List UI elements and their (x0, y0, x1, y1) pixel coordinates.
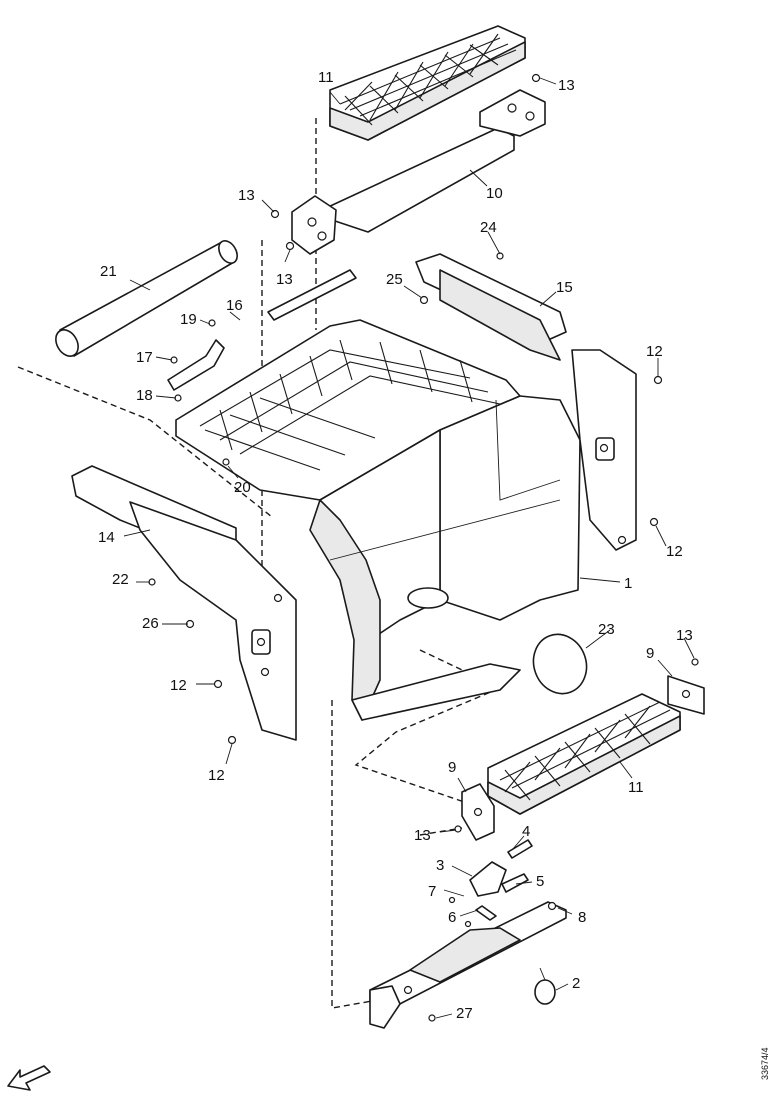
callout-23: 23 (598, 621, 615, 638)
strip-parts (167, 269, 357, 391)
callout-9-left: 9 (448, 759, 456, 776)
latch-assembly (369, 839, 567, 1029)
callout-13-top-left-a: 13 (238, 187, 255, 204)
callout-11-bottom: 11 (628, 779, 644, 796)
callout-25: 25 (386, 271, 403, 288)
callout-15: 15 (556, 279, 573, 296)
side-panel-right (571, 349, 637, 551)
callout-3: 3 (436, 857, 444, 874)
step-tread-top (329, 25, 526, 141)
bracket-plate-upper-left (291, 195, 337, 255)
step-tread-lower (487, 693, 681, 815)
callout-26: 26 (142, 615, 159, 632)
callout-11-top: 11 (318, 69, 334, 86)
callout-13-top-left-b: 13 (276, 271, 293, 288)
callout-9-right: 9 (646, 645, 654, 662)
callout-12-right-top: 12 (646, 343, 663, 360)
fasteners (148, 73, 699, 928)
callout-4: 4 (522, 823, 530, 840)
side-panel-left (71, 465, 297, 741)
callout-14: 14 (98, 529, 115, 546)
callout-19: 19 (180, 311, 197, 328)
callout-17: 17 (136, 349, 153, 366)
roller-tube (55, 240, 238, 357)
callout-10: 10 (486, 185, 503, 202)
round-cover (532, 633, 588, 695)
callout-8: 8 (578, 909, 586, 926)
callout-13-lower: 13 (414, 827, 431, 844)
callout-2: 2 (572, 975, 580, 992)
callout-7: 7 (428, 883, 436, 900)
callout-18: 18 (136, 387, 153, 404)
callout-13-top-right: 13 (558, 77, 575, 94)
callout-24: 24 (480, 219, 497, 236)
mount-plates (461, 675, 705, 841)
callout-22: 22 (112, 571, 129, 588)
callout-21: 21 (100, 263, 117, 280)
callout-12-left-top: 12 (170, 677, 187, 694)
callout-20: 20 (234, 479, 251, 496)
callout-12-left-bottom: 12 (208, 767, 225, 784)
callout-27: 27 (456, 1005, 473, 1022)
leader-lines (123, 77, 695, 1019)
upper-rail-right (415, 253, 567, 361)
callout-1: 1 (624, 575, 632, 592)
main-housing (175, 319, 581, 721)
direction-arrow-icon (7, 1065, 51, 1091)
callout-6: 6 (448, 909, 456, 926)
callout-12-right-bottom: 12 (666, 543, 683, 560)
callouts: 1 2 3 4 5 6 7 8 9 9 10 11 11 12 12 12 12… (98, 69, 693, 1022)
document-id: 33674/4 (760, 1047, 770, 1080)
callout-13-right-mid: 13 (676, 627, 693, 644)
callout-5: 5 (536, 873, 544, 890)
callout-16: 16 (226, 297, 243, 314)
